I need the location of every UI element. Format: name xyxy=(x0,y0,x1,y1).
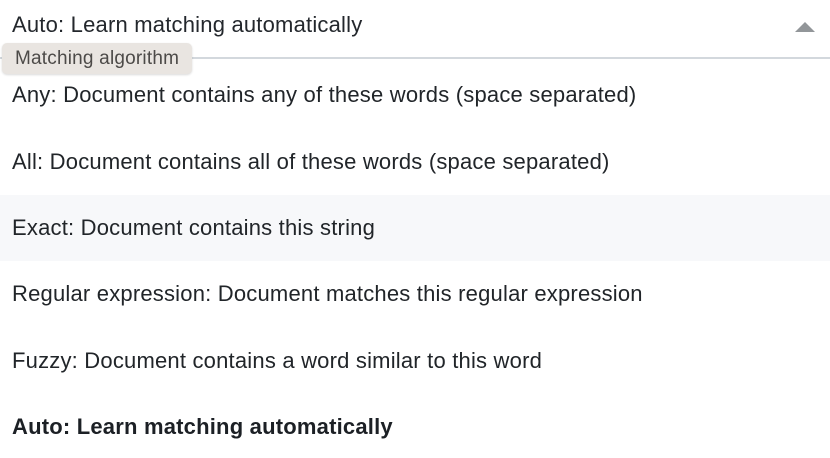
field-underline xyxy=(0,57,830,59)
dropdown-option[interactable]: Regular expression: Document matches thi… xyxy=(0,261,830,328)
dropdown-option[interactable]: Fuzzy: Document contains a word similar … xyxy=(0,327,830,394)
select-value: Auto: Learn matching automatically xyxy=(12,12,363,37)
dropdown-panel: Any: Document contains any of these word… xyxy=(0,59,830,458)
dropdown-option[interactable]: Exact: Document contains this string xyxy=(0,194,830,262)
select-toggle[interactable]: Auto: Learn matching automatically xyxy=(0,0,830,57)
dropdown-option[interactable]: Auto: Learn matching automatically xyxy=(0,393,830,458)
caret-up-icon[interactable] xyxy=(795,22,815,32)
dropdown-option[interactable]: All: Document contains all of these word… xyxy=(0,128,830,195)
matching-algorithm-label: Matching algorithm xyxy=(2,43,193,74)
